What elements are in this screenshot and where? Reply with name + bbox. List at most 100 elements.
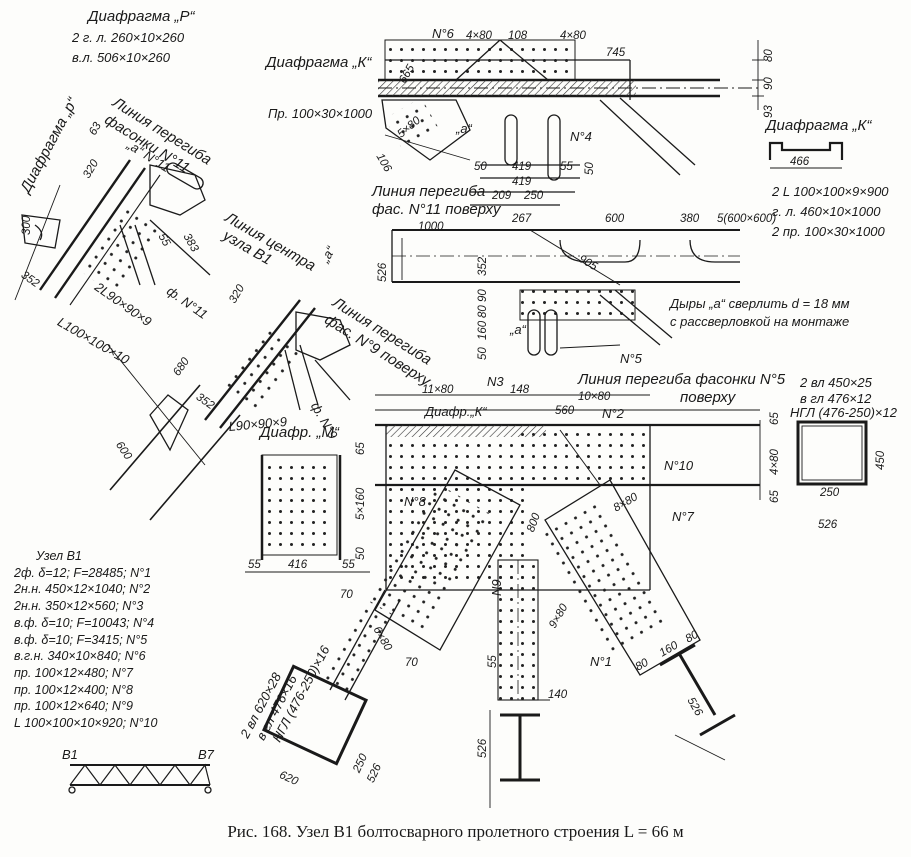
- dim-450: 450: [875, 450, 887, 470]
- dim-50-d: 50: [355, 547, 367, 560]
- dim-745: 745: [606, 47, 626, 59]
- legend-item: пр. 100×12×640; N°9: [14, 699, 133, 714]
- diaphragm-p-line2: в.л. 506×10×260: [72, 50, 170, 65]
- dim-4x80-b: 4×80: [560, 30, 586, 42]
- dim-4x80-c: 4×80: [769, 449, 781, 475]
- dim-416: 416: [288, 559, 308, 571]
- node-b1-main: [245, 394, 868, 808]
- diaphragm-k-spec-3: 2 пр. 100×30×1000: [772, 224, 885, 239]
- dim-209: 209: [492, 190, 512, 202]
- dim-65-c: 65: [355, 442, 367, 455]
- dim-10x80: 10×80: [578, 391, 611, 403]
- mark-n7: N°7: [672, 509, 694, 524]
- dim-250: 250: [524, 190, 544, 202]
- mark-n2: N°2: [602, 406, 624, 421]
- dim-5x600: 5(600×600): [717, 213, 777, 225]
- plan-view: [391, 229, 740, 356]
- diaphragm-k-elevation: [378, 39, 764, 206]
- dim-55-d: 55: [342, 559, 355, 571]
- dim-11x80: 11×80: [422, 384, 454, 396]
- dim-65-a: 65: [769, 412, 781, 425]
- diaphragm-k-top: Диафрагма „К“: [266, 54, 372, 71]
- dim-526-c: 526: [477, 738, 489, 758]
- dim-55-e: 55: [487, 655, 499, 668]
- dim-148: 148: [510, 384, 530, 396]
- dim-65-b: 65: [769, 490, 781, 503]
- legend-item: 2ф. δ=12; F=28485; N°1: [14, 565, 152, 580]
- legend-item: в.ф. δ=10; F=10043; N°4: [14, 615, 155, 630]
- dim-267: 267: [512, 213, 532, 225]
- diaphragm-k-right: Диафрагма „К“: [766, 117, 872, 134]
- dim-90-b: 90: [477, 289, 489, 302]
- dim-5x160: 5×160: [355, 487, 367, 520]
- dim-419-a: 419: [512, 161, 532, 173]
- legend-item: пр. 100×12×400; N°8: [14, 682, 133, 697]
- dim-526-b: 526: [818, 519, 838, 531]
- mark-n5: N°5: [620, 351, 642, 366]
- truss-label-b7: B7: [198, 747, 214, 762]
- section-right-2: в гл 476×12: [800, 391, 872, 406]
- bend-line-5-a: Линия перегиба фасонки N°5: [578, 371, 786, 388]
- dim-108: 108: [508, 30, 528, 42]
- diaphragm-p-title: Диафрагма „Р“: [88, 8, 195, 25]
- truss-label-b1: B1: [62, 747, 78, 762]
- strip-top: Пр. 100×30×1000: [268, 106, 373, 121]
- dim-560: 560: [555, 405, 575, 417]
- legend-item: в.ф. δ=10; F=3415; N°5: [14, 632, 148, 647]
- left-diagonal-assembly: [14, 159, 211, 306]
- left-middle-assembly: [107, 299, 351, 521]
- legend-item: пр. 100×12×480; N°7: [14, 665, 133, 680]
- mark-n3: N3: [487, 374, 504, 389]
- section-right-3: НГЛ (476-250)×12: [790, 405, 897, 420]
- holes-note-1: Дыры „а“ сверлить d = 18 мм: [670, 296, 850, 311]
- truss-scheme: [68, 763, 212, 794]
- dim-466: 466: [790, 156, 810, 168]
- legend-item: 2н.н. 450×12×1040; N°2: [14, 582, 151, 597]
- diaphragm-k-section: [768, 141, 844, 169]
- bend-line-5-b: поверху: [680, 389, 736, 406]
- legend-item: в.г.н. 340×10×840; N°6: [14, 649, 146, 664]
- dim-50-b: 50: [584, 162, 596, 175]
- dim-160: 160: [477, 320, 489, 340]
- mark-n1: N°1: [590, 654, 612, 669]
- section-right-1: 2 вл 450×25: [800, 375, 872, 390]
- diaphragm-k-spec-2: г. л. 460×10×1000: [772, 204, 881, 219]
- diaphragm-k-spec-1: 2 L 100×100×9×900: [772, 184, 889, 199]
- figure-caption: Рис. 168. Узел B1 болтосварного пролетно…: [227, 822, 684, 841]
- legend: Узел B1 2ф. δ=12; F=28485; N°1 2н.н. 450…: [14, 548, 157, 732]
- mark-n8: N°8: [404, 494, 426, 509]
- legend-item: 2н.н. 350×12×560; N°3: [14, 599, 144, 614]
- mark-n9: N9: [489, 579, 504, 596]
- dim-50-a: 50: [474, 161, 487, 173]
- diaphragm-p-line1: 2 г. л. 260×10×260: [72, 30, 185, 45]
- dim-140: 140: [548, 689, 568, 701]
- dim-4x80-a: 4×80: [466, 30, 492, 42]
- holes-note-2: с рассверловкой на монтаже: [670, 314, 850, 329]
- dim-55-c: 55: [248, 559, 261, 571]
- dim-80: 80: [763, 49, 775, 62]
- dim-380: 380: [680, 213, 700, 225]
- legend-title: Узел B1: [36, 549, 82, 563]
- dim-70-b: 70: [405, 657, 418, 669]
- diaphragm-m: Диафр. „М“: [260, 424, 339, 441]
- dim-80-b: 80: [477, 305, 489, 318]
- dim-1000: 1000: [418, 221, 444, 233]
- dim-600: 600: [605, 213, 625, 225]
- dim-419-b: 419: [512, 176, 532, 188]
- dim-70-a: 70: [340, 589, 353, 601]
- mark-a1: „а“: [456, 121, 472, 136]
- mark-n10: N°10: [664, 458, 694, 473]
- mark-n6: N°6: [432, 26, 454, 41]
- mark-n4: N°4: [570, 129, 592, 144]
- dim-90: 90: [763, 77, 775, 90]
- diaphragm-k-small: Диафр.„К“: [425, 404, 487, 419]
- bend-line-11-top-a: Линия перегиба: [372, 183, 486, 200]
- mark-a2: „а“: [510, 322, 526, 337]
- dim-526-a: 526: [377, 262, 389, 282]
- bend-line-11-top-b: фас. N°11 поверху: [372, 201, 501, 218]
- dim-55-a: 55: [560, 161, 573, 173]
- legend-item: L 100×100×10×920; N°10: [14, 716, 158, 731]
- dim-50-c: 50: [477, 347, 489, 360]
- dim-250-b: 250: [820, 487, 840, 499]
